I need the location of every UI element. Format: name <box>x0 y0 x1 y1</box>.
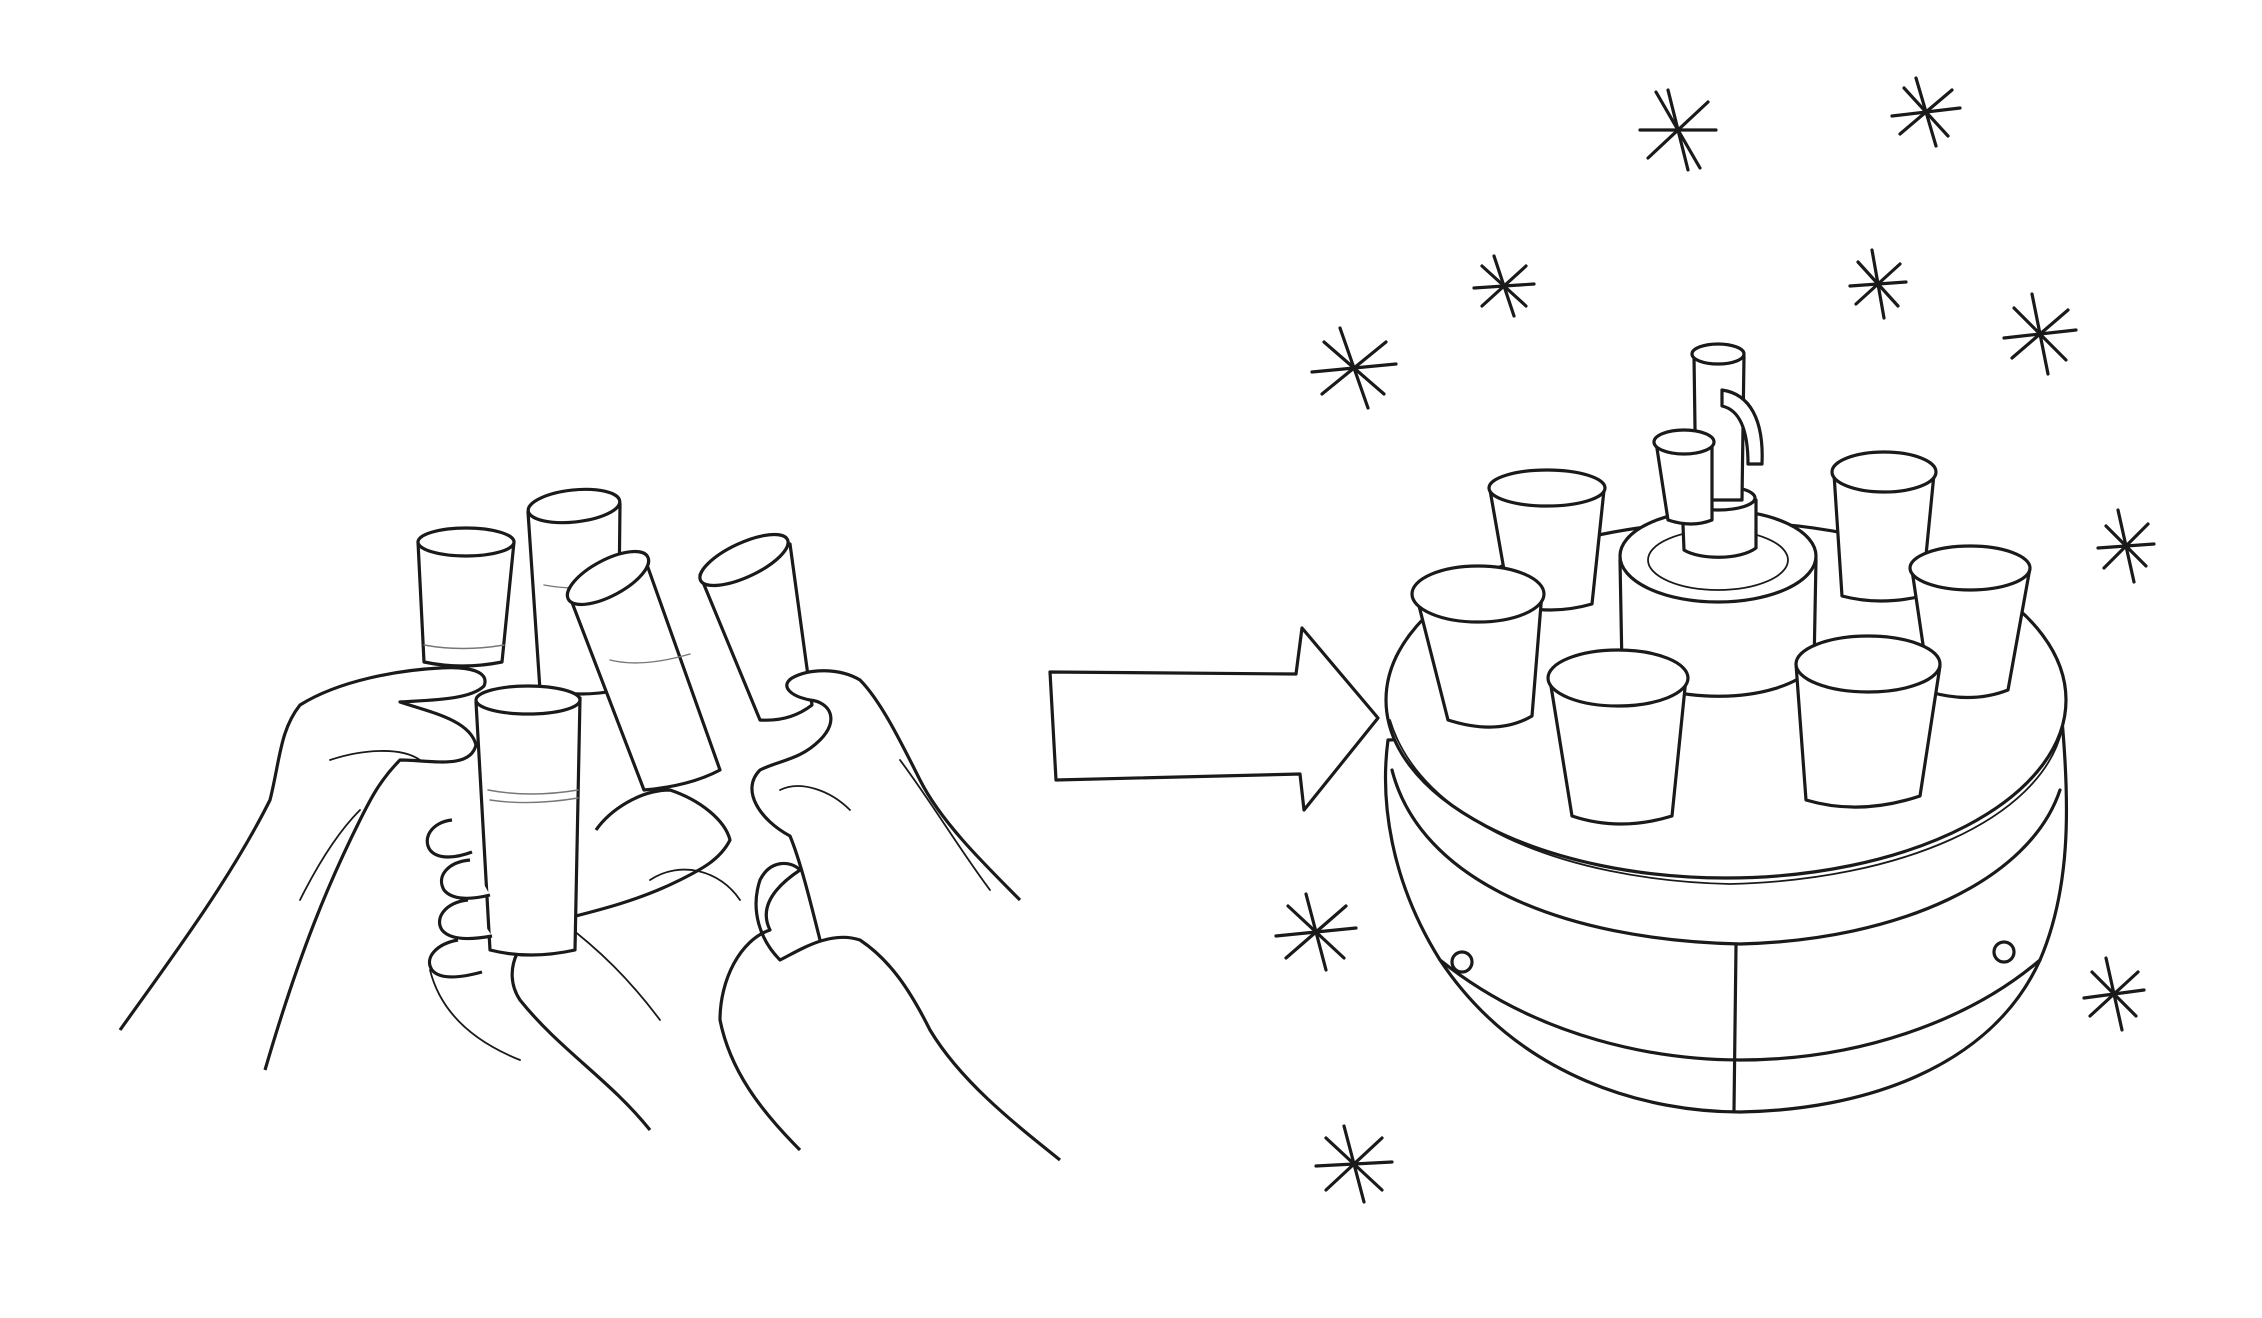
hand-middle <box>510 788 732 1131</box>
hands-with-glasses-group <box>118 487 1061 1162</box>
hand-right <box>750 669 1022 941</box>
shot-glass <box>416 526 516 668</box>
cup <box>1794 634 1942 809</box>
cup <box>1410 564 1546 729</box>
door-knob-icon <box>1450 950 1474 974</box>
sparkle-icon <box>1314 1124 1394 1204</box>
finger <box>437 898 493 941</box>
shot-dispenser-group <box>1383 342 2069 1114</box>
sparkle-icon <box>1848 248 1908 320</box>
hand-left <box>118 666 487 1071</box>
finger <box>427 938 483 979</box>
sparkle-icon <box>2096 508 2156 584</box>
hand-bottom <box>718 861 1061 1162</box>
sparkle-icon <box>1638 88 1718 172</box>
sparkle-icon <box>1472 254 1536 318</box>
shot-glass <box>565 549 722 792</box>
door-seam <box>1732 944 1738 1112</box>
door-knob-icon <box>1992 940 2016 964</box>
arrow-right-icon <box>1048 626 1380 812</box>
sparkles-group <box>1274 76 2156 1204</box>
finger <box>425 818 473 859</box>
sparkle-icon <box>1274 892 1358 972</box>
cup <box>1546 648 1690 826</box>
shot-glass <box>698 532 814 722</box>
sparkle-icon <box>2002 292 2078 376</box>
finger <box>439 858 491 900</box>
cup <box>1652 428 1716 526</box>
sparkle-icon <box>2082 956 2146 1032</box>
shot-glass <box>474 684 582 957</box>
sparkle-icon <box>1310 326 1398 410</box>
sparkle-icon <box>1890 76 1962 148</box>
